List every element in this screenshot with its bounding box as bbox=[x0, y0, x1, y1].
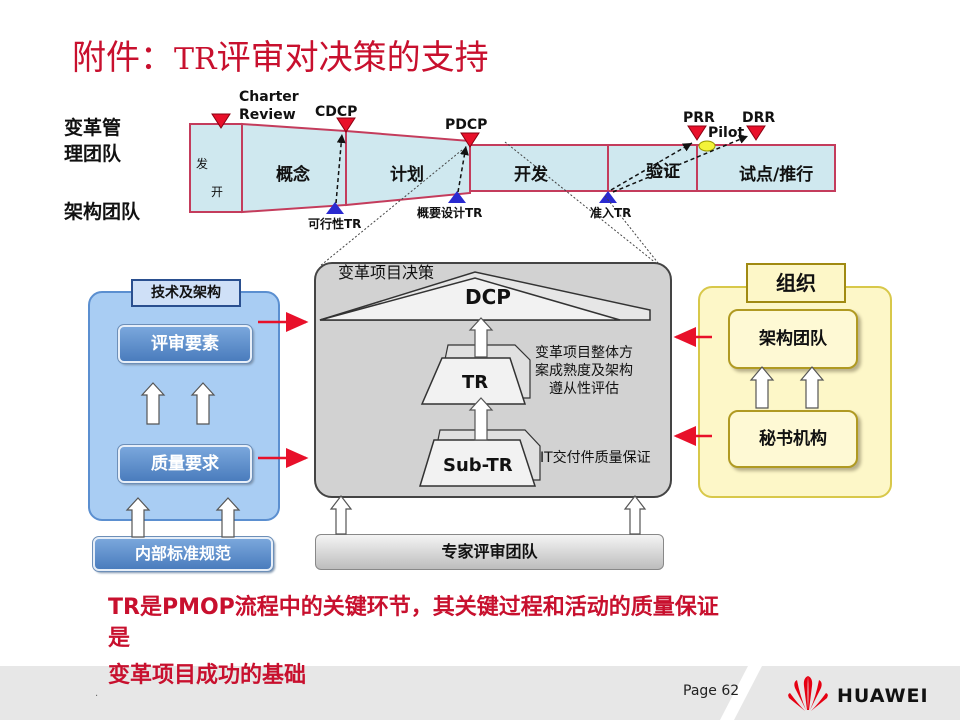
page-number: Page 62 bbox=[683, 683, 740, 699]
pilot-marker bbox=[698, 140, 716, 152]
page-title: 附件：TR评审对决策的支持 bbox=[72, 38, 489, 78]
phase-develop: 开发 bbox=[514, 165, 548, 185]
expert-team-box: 专家评审团队 bbox=[315, 534, 664, 570]
subtr-note: IT交付件质量保证 bbox=[540, 450, 651, 466]
outline-tr-marker bbox=[448, 191, 466, 203]
conclusion-line-3: 变革项目成功的基础 bbox=[108, 663, 307, 688]
tr-to-dcp-arrow bbox=[468, 317, 494, 358]
expert-arrow-left bbox=[329, 495, 353, 535]
tr-note: 变革项目整体方案成熟度及架构遵从性评估 bbox=[535, 345, 633, 397]
conclusion-line-1: TR是PMOP流程中的关键环节，其关键过程和活动的质量保证 bbox=[108, 595, 719, 620]
prr-marker bbox=[687, 125, 707, 141]
huawei-wordmark: HUAWEI bbox=[837, 685, 929, 707]
secretary-box: 秘书机构 bbox=[728, 410, 858, 468]
phase-plan: 计划 bbox=[390, 165, 424, 185]
left-up-arrow-1 bbox=[140, 382, 166, 425]
right-up-arrow-1 bbox=[749, 366, 775, 409]
arch-team-box: 架构团队 bbox=[728, 309, 858, 369]
start-label-1: 发 bbox=[196, 157, 209, 171]
entry-tr-label: 准入TR bbox=[590, 206, 632, 220]
huawei-logo-icon bbox=[788, 676, 828, 711]
entry-tr-marker bbox=[599, 191, 617, 203]
feasibility-tr-label: 可行性TR bbox=[308, 217, 362, 231]
expert-arrow-right bbox=[623, 495, 647, 535]
charter-marker bbox=[211, 113, 231, 129]
start-label-2: 开 bbox=[211, 185, 224, 199]
review-elements-box: 评审要素 bbox=[117, 324, 253, 364]
org-header: 组织 bbox=[746, 263, 846, 303]
subtr-to-tr-arrow bbox=[468, 397, 494, 441]
plan-section bbox=[345, 129, 471, 207]
execution-bar bbox=[469, 144, 836, 192]
prr-label: PRR bbox=[683, 110, 715, 126]
left-up-arrow-2 bbox=[190, 382, 216, 425]
tech-arch-header: 技术及架构 bbox=[131, 279, 241, 307]
outline-tr-label: 概要设计TR bbox=[417, 206, 483, 220]
tr-shape bbox=[420, 357, 527, 405]
phase-concept: 概念 bbox=[276, 165, 310, 185]
dcp-roof bbox=[319, 277, 621, 321]
drr-label: DRR bbox=[742, 110, 776, 126]
quality-requirements-box: 质量要求 bbox=[117, 444, 253, 484]
subtr-shape bbox=[418, 439, 537, 487]
pdcp-label: PDCP bbox=[445, 117, 488, 133]
mgmt-team-label: 变革管理团队 bbox=[64, 117, 122, 165]
standards-arrow-left bbox=[125, 497, 151, 538]
conclusion-line-2: 是 bbox=[108, 626, 131, 651]
footer-dot: . bbox=[95, 688, 99, 699]
feasibility-tr-marker bbox=[326, 202, 344, 214]
drr-marker bbox=[746, 125, 766, 141]
subtr-label-top: Sub-TR bbox=[443, 455, 513, 476]
phase-verify: 验证 bbox=[646, 162, 680, 182]
cdcp-marker bbox=[336, 117, 356, 133]
dcp-label-top: DCP bbox=[465, 285, 511, 309]
footer-slash bbox=[720, 666, 762, 720]
standards-arrow-right bbox=[215, 497, 241, 538]
tr-label-top: TR bbox=[462, 372, 489, 393]
right-up-arrow-2 bbox=[799, 366, 825, 409]
arch-team-label: 架构团队 bbox=[64, 201, 141, 223]
internal-standards-box: 内部标准规范 bbox=[92, 536, 274, 572]
pilot-label: Pilot bbox=[708, 125, 745, 141]
pdcp-marker bbox=[460, 132, 480, 148]
phase-pilot-rollout: 试点/推行 bbox=[739, 165, 814, 185]
cdcp-label: CDCP bbox=[315, 104, 358, 120]
decision-panel-label: 变革项目决策 bbox=[338, 263, 435, 282]
